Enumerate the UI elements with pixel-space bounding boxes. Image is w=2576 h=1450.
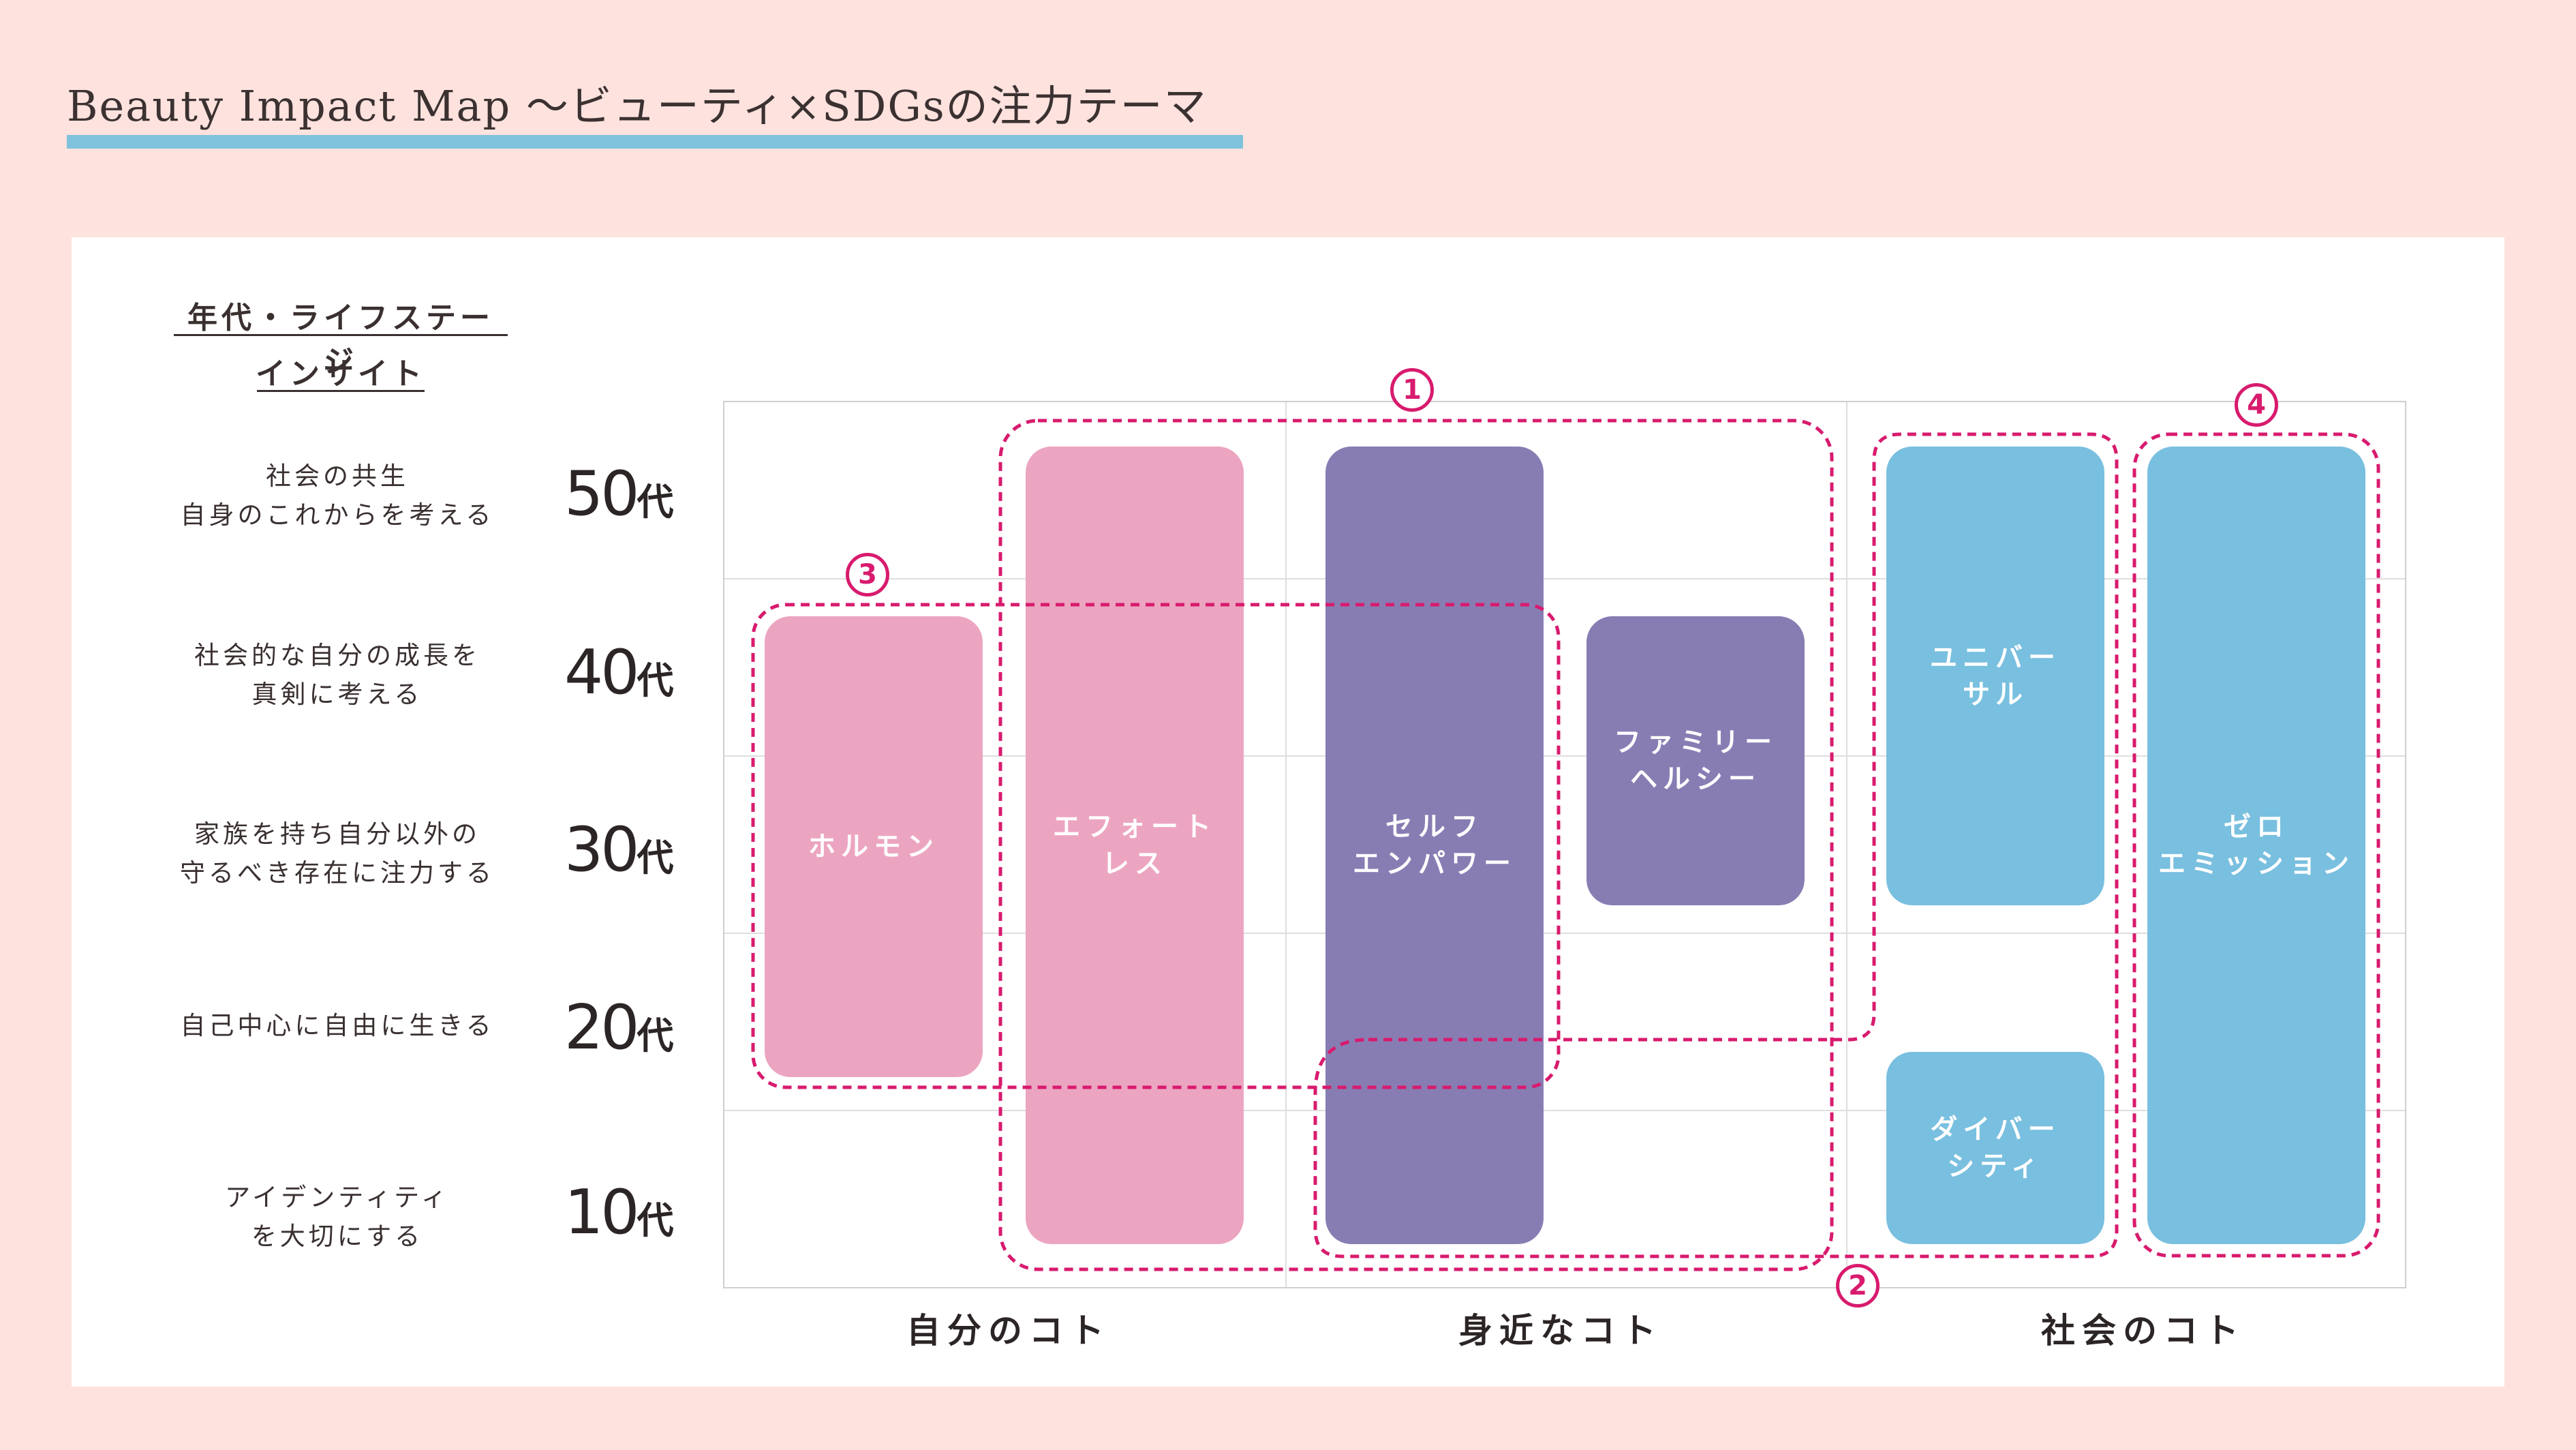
row-desc-50: 社会の共生自身のこれからを考える bbox=[147, 457, 528, 534]
age-number: 30 bbox=[564, 814, 640, 886]
grid-col-line bbox=[1846, 402, 1847, 1287]
theme-effortless: エフォート レス bbox=[1026, 447, 1244, 1244]
row-desc-40: 社会的な自分の成長を真剣に考える bbox=[147, 636, 528, 714]
age-suffix: 代 bbox=[637, 481, 674, 524]
age-50: 50代 bbox=[564, 458, 687, 530]
row-desc-line: 真剣に考える bbox=[251, 680, 423, 709]
column-label-society: 社会のコト bbox=[2041, 1311, 2245, 1350]
theme-label: ファミリー ヘルシー bbox=[1614, 727, 1777, 795]
age-10: 10代 bbox=[564, 1177, 687, 1248]
theme-hormone: ホルモン bbox=[765, 616, 983, 1077]
group-number-4: 4 bbox=[2235, 383, 2278, 427]
theme-self-empower: セルフ エンパワー bbox=[1325, 447, 1544, 1244]
theme-label: エフォート レス bbox=[1053, 811, 1216, 879]
theme-family-healthy: ファミリー ヘルシー bbox=[1586, 616, 1805, 905]
theme-label: ゼロ エミッション bbox=[2158, 811, 2355, 879]
insight-header-underline bbox=[174, 334, 508, 336]
row-desc-line: アイデンティティ bbox=[225, 1183, 450, 1212]
grid-col-line bbox=[1285, 402, 1287, 1287]
age-suffix: 代 bbox=[637, 659, 674, 702]
age-number: 40 bbox=[564, 637, 640, 708]
row-desc-line: 社会的な自分の成長を bbox=[194, 641, 480, 670]
theme-label: ユニバー サル bbox=[1930, 641, 2061, 710]
row-desc-line: 自身のこれからを考える bbox=[180, 500, 495, 530]
row-desc-line: 自己中心に自由に生きる bbox=[180, 1011, 495, 1040]
insight-header-line2: インサイト bbox=[256, 357, 426, 391]
row-desc-30: 家族を持ち自分以外の守るべき存在に注力する bbox=[147, 815, 528, 892]
theme-label: セルフ エンパワー bbox=[1353, 811, 1516, 879]
age-suffix: 代 bbox=[637, 1199, 674, 1242]
age-suffix: 代 bbox=[637, 836, 674, 879]
age-number: 50 bbox=[564, 458, 640, 530]
group-number-2: 2 bbox=[1836, 1264, 1880, 1308]
row-desc-line: 社会の共生 bbox=[266, 462, 409, 491]
group-number-1: 1 bbox=[1390, 368, 1434, 412]
row-desc-10: アイデンティティを大切にする bbox=[147, 1178, 528, 1256]
age-number: 10 bbox=[564, 1177, 640, 1248]
insight-header-line1: 年代・ライフステージ bbox=[187, 301, 494, 379]
row-desc-line: 家族を持ち自分以外の bbox=[194, 819, 480, 849]
row-desc-line: 守るべき存在に注力する bbox=[180, 858, 495, 888]
age-30: 30代 bbox=[564, 814, 687, 886]
theme-diversity: ダイバー シティ bbox=[1886, 1052, 2104, 1244]
insight-header-underline-2 bbox=[257, 390, 425, 392]
group-number-3: 3 bbox=[846, 553, 889, 596]
age-suffix: 代 bbox=[637, 1014, 674, 1057]
age-number: 20 bbox=[564, 992, 640, 1063]
column-label-self: 自分のコト bbox=[906, 1311, 1111, 1350]
age-40: 40代 bbox=[564, 637, 687, 708]
theme-label: ダイバー シティ bbox=[1930, 1114, 2061, 1182]
theme-label: ホルモン bbox=[808, 831, 939, 862]
theme-zero-emission: ゼロ エミッション bbox=[2147, 447, 2365, 1244]
age-20: 20代 bbox=[564, 992, 687, 1063]
row-desc-line: を大切にする bbox=[251, 1222, 424, 1251]
page-title: Beauty Impact Map 〜ビューティ×SDGsの注力テーマ bbox=[67, 81, 1208, 131]
row-desc-20: 自己中心に自由に生きる bbox=[147, 1006, 528, 1045]
column-label-close: 身近なコト bbox=[1458, 1311, 1663, 1350]
title-underline bbox=[67, 135, 1243, 149]
theme-universal: ユニバー サル bbox=[1886, 447, 2104, 905]
